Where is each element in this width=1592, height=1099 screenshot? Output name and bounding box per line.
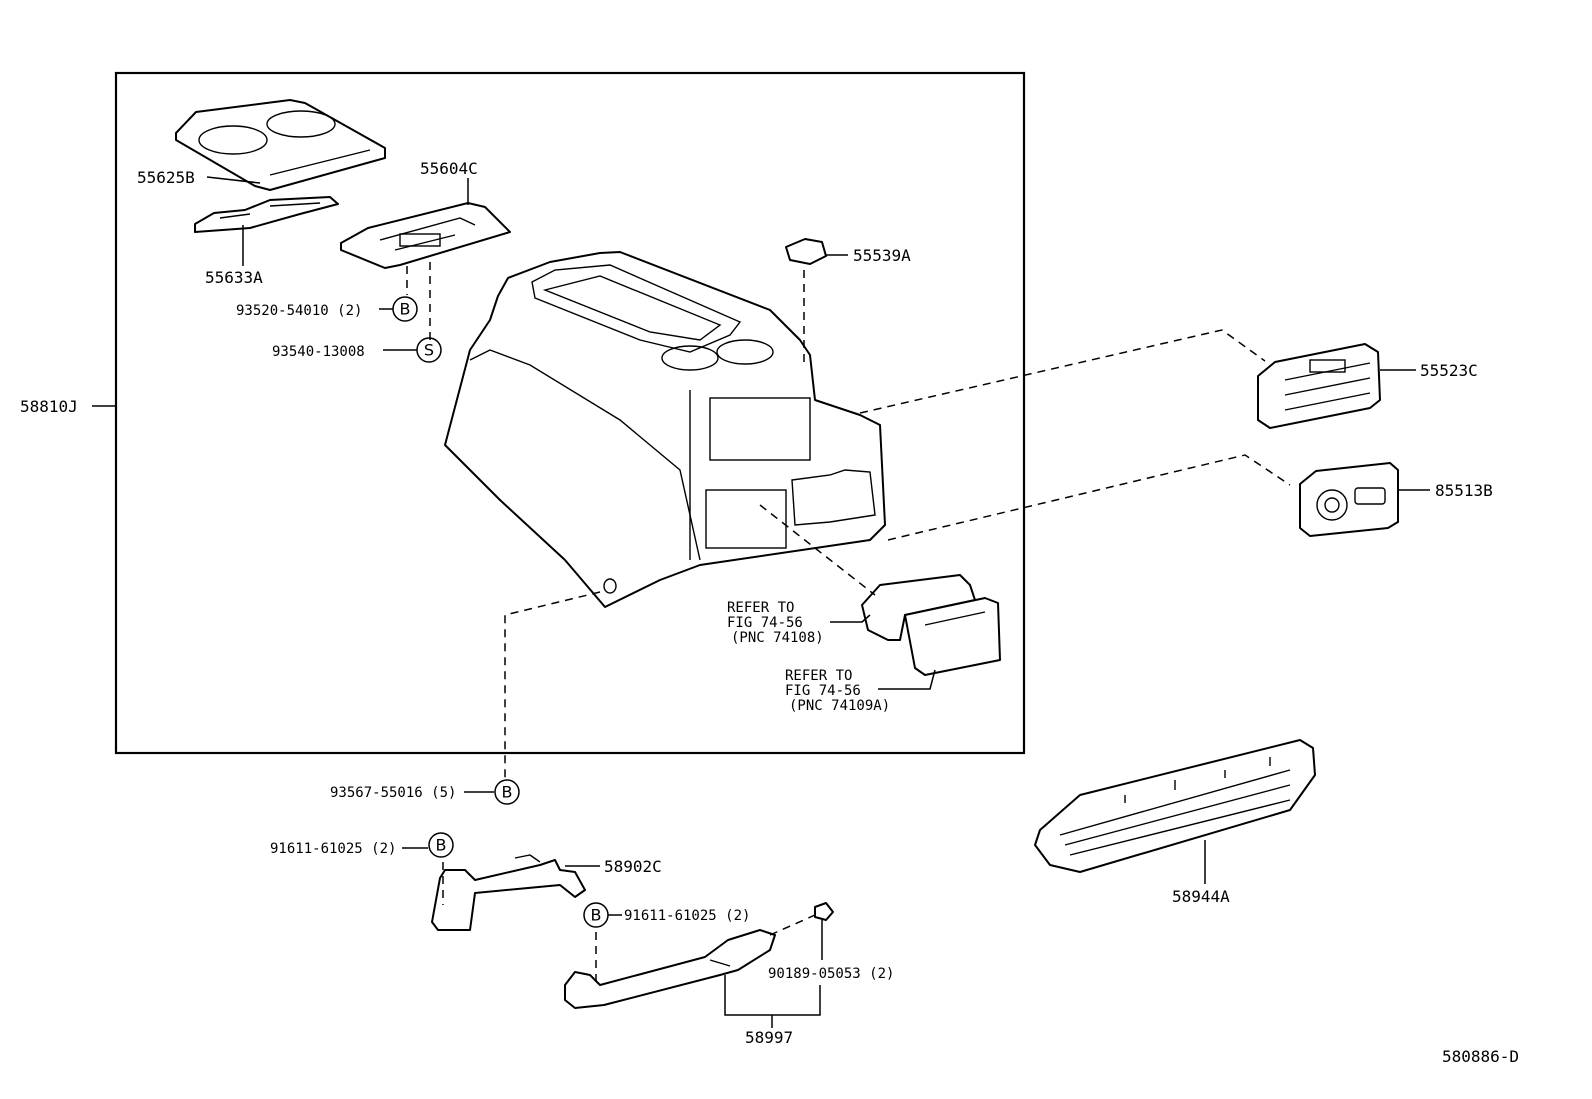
label-refer-1-line3: (PNC 74108) xyxy=(731,630,824,646)
svg-text:S: S xyxy=(424,341,434,360)
label-bracket-front: 58902C xyxy=(604,857,662,876)
label-side-trim: 58944A xyxy=(1172,887,1230,906)
part-bracket-front[interactable] xyxy=(431,854,586,931)
part-cup-holder-cover[interactable] xyxy=(175,99,386,191)
part-nut[interactable] xyxy=(814,902,834,921)
svg-text:B: B xyxy=(436,836,447,855)
label-refer-2-line1: REFER TO xyxy=(785,668,852,684)
part-bracket-rear[interactable] xyxy=(564,929,776,1009)
label-refer-2-line3: (PNC 74109A) xyxy=(789,698,890,714)
part-panel-lower[interactable] xyxy=(1299,462,1399,537)
marker-b-3: B xyxy=(428,832,454,858)
svg-text:B: B xyxy=(400,300,411,319)
label-cup-holder-cover: 55625B xyxy=(137,168,195,187)
label-panel-upper: 55523C xyxy=(1420,361,1478,380)
label-bolt-b4: 91611-61025 (2) xyxy=(624,908,750,924)
svg-text:B: B xyxy=(502,783,513,802)
marker-b-4: B xyxy=(583,902,609,928)
label-refer-2-line2: FIG 74-56 xyxy=(785,683,861,699)
svg-text:B: B xyxy=(591,906,602,925)
label-assembly: 58810J xyxy=(20,397,78,416)
label-bracket-rear: 58997 xyxy=(745,1028,793,1047)
part-console-body[interactable] xyxy=(444,251,886,608)
label-cup-holder-insert: 55633A xyxy=(205,268,263,287)
label-refer-1-line2: FIG 74-56 xyxy=(727,615,803,631)
label-panel-lower: 85513B xyxy=(1435,481,1493,500)
part-cup-holder-insert[interactable] xyxy=(194,196,339,233)
label-plug: 55539A xyxy=(853,246,911,265)
marker-b-2: B xyxy=(494,779,520,805)
part-side-trim[interactable] xyxy=(1034,739,1316,873)
label-screw-s: 93540-13008 xyxy=(272,344,365,360)
part-plug[interactable] xyxy=(785,238,827,265)
label-nut: 90189-05053 (2) xyxy=(768,966,894,982)
label-refer-1-line1: REFER TO xyxy=(727,600,794,616)
label-clip-screw-b2: 93567-55016 (5) xyxy=(330,785,456,801)
assembly-frame xyxy=(114,71,1026,755)
part-panel-upper[interactable] xyxy=(1257,343,1381,429)
label-bolt-b3: 91611-61025 (2) xyxy=(270,841,396,857)
marker-b-1: B xyxy=(392,296,418,322)
label-clip-screw-b1: 93520-54010 (2) xyxy=(236,303,362,319)
part-tray-bracket[interactable] xyxy=(340,202,511,269)
part-ashtray-box[interactable] xyxy=(904,597,1001,676)
label-diagram-code: 580886-D xyxy=(1442,1047,1519,1066)
label-tray-bracket: 55604C xyxy=(420,159,478,178)
marker-s: S xyxy=(416,337,442,363)
